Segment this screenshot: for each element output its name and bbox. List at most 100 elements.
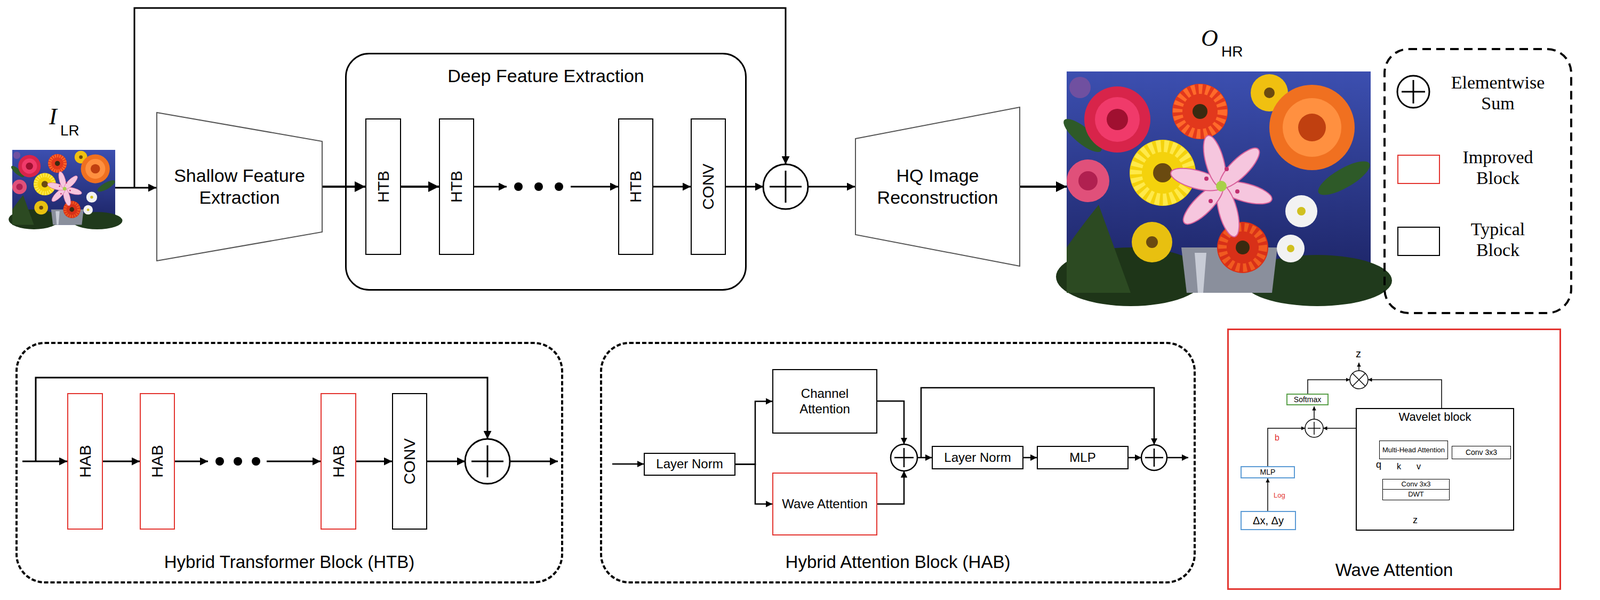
process-box: Layer Norm	[643, 452, 736, 476]
sum-symbols	[465, 75, 1430, 484]
node-text: Wave Attention	[1335, 559, 1454, 581]
wire	[1020, 185, 1067, 188]
input-image	[8, 149, 123, 230]
node-text: Channel Attention	[777, 386, 872, 418]
hab-wires	[612, 387, 1189, 504]
wire	[22, 460, 68, 463]
node-text: HQ Image Reconstruction	[865, 164, 1010, 209]
legend-sum-circle	[1397, 75, 1430, 108]
wire	[1267, 428, 1306, 467]
dot	[534, 182, 543, 191]
product-circle	[1349, 370, 1368, 389]
block-box: HTB	[365, 118, 402, 255]
legend-text: Elementwise Sum	[1448, 72, 1548, 114]
node-text: Wave Attention	[777, 496, 872, 512]
wire	[1128, 457, 1142, 459]
process-box: Conv 3x3	[1382, 478, 1450, 490]
wire	[1307, 379, 1350, 394]
reconstruction-trapezoid: HQ Image Reconstruction	[854, 106, 1021, 267]
wire	[917, 457, 932, 459]
block-box: HTB	[618, 118, 654, 255]
process-box: Layer Norm	[931, 445, 1024, 470]
legend-text: Improved Block	[1448, 146, 1548, 189]
conv-box: CONV	[392, 393, 428, 530]
wire	[877, 401, 904, 445]
process-box: Softmax	[1286, 393, 1329, 406]
sum-circle	[1305, 419, 1324, 438]
node-text: CONV	[698, 163, 718, 211]
process-box: Multi-Head Attention	[1379, 440, 1448, 460]
dot	[514, 182, 523, 191]
node-text: HTB	[626, 170, 646, 203]
wire	[427, 460, 466, 463]
wire	[725, 186, 764, 188]
conv-box: CONV	[690, 118, 726, 255]
node-text: CONV	[400, 438, 420, 485]
label-text: LR	[60, 122, 80, 140]
wire	[509, 460, 558, 463]
node-text: DWT	[1384, 490, 1448, 499]
label-text: z	[1355, 347, 1362, 360]
connector	[1023, 457, 1037, 459]
node-text: HTB	[446, 170, 467, 203]
extraction-trapezoid: Shallow Feature Extraction	[156, 112, 323, 262]
process-box: MLP	[1036, 445, 1129, 470]
node-text: Layer Norm	[649, 456, 731, 472]
node-text: MLP	[1042, 450, 1124, 466]
plus-sign	[894, 448, 914, 468]
feature-panel: Deep Feature ExtractionHTB HTB HTB CONV	[345, 52, 747, 291]
dot	[554, 182, 564, 191]
node-text: Multi-Head Attention	[1381, 446, 1446, 454]
node-text: Shallow Feature Extraction	[166, 164, 312, 209]
connector	[735, 401, 773, 465]
node-text: HTB	[373, 170, 394, 203]
node-text: Deep Feature Extraction	[447, 65, 645, 87]
trapezoid-outline	[854, 106, 1021, 267]
block-box: HAB	[320, 393, 357, 530]
label-text: q	[1376, 459, 1382, 471]
wire	[1313, 406, 1315, 420]
node-text: Conv 3x3	[1453, 448, 1509, 458]
node-text: Hybrid Attention Block (HAB)	[785, 551, 1011, 573]
sum-circle	[890, 444, 918, 471]
wire	[1323, 427, 1356, 429]
block-box: HAB	[67, 393, 103, 530]
label-text: O	[1201, 25, 1219, 52]
connector	[356, 460, 392, 463]
label-text: I	[49, 104, 58, 130]
wire	[115, 187, 157, 189]
wire	[266, 460, 321, 463]
connector	[735, 464, 773, 505]
node-text: HAB	[329, 444, 349, 478]
label-text: b	[1274, 433, 1280, 443]
node-text: Layer Norm	[937, 450, 1019, 466]
module-panel: Hybrid Transformer Block (HTB)HABHABHABC…	[15, 341, 564, 584]
legend-swatch	[1397, 226, 1440, 256]
connector	[1267, 478, 1269, 511]
plus-sign	[1307, 421, 1321, 435]
plus-sign	[1145, 448, 1164, 467]
node-text: Conv 3x3	[1384, 480, 1448, 488]
wire	[570, 186, 619, 188]
sum-circle	[465, 438, 510, 484]
process-box: Wave Attention	[772, 472, 878, 536]
legend-text: Typical Block	[1448, 218, 1548, 261]
wire	[474, 186, 507, 188]
sum-circle	[1141, 444, 1167, 471]
label-text: Log	[1273, 491, 1286, 500]
connector	[653, 186, 691, 188]
node-text: Softmax	[1289, 395, 1326, 405]
node-text: Wavelet block	[1398, 410, 1471, 424]
label-text: v	[1416, 461, 1421, 472]
connector	[322, 185, 366, 188]
node-text: Hybrid Transformer Block (HTB)	[164, 551, 415, 573]
process-box: MLP	[1240, 466, 1295, 479]
legend-frame	[1384, 49, 1572, 314]
plus-sign	[769, 170, 802, 203]
trapezoid-outline	[156, 112, 323, 262]
plus-sign	[471, 445, 504, 478]
process-box: DWT	[1382, 489, 1450, 501]
wire	[1166, 457, 1189, 459]
times-sign	[1352, 373, 1366, 387]
